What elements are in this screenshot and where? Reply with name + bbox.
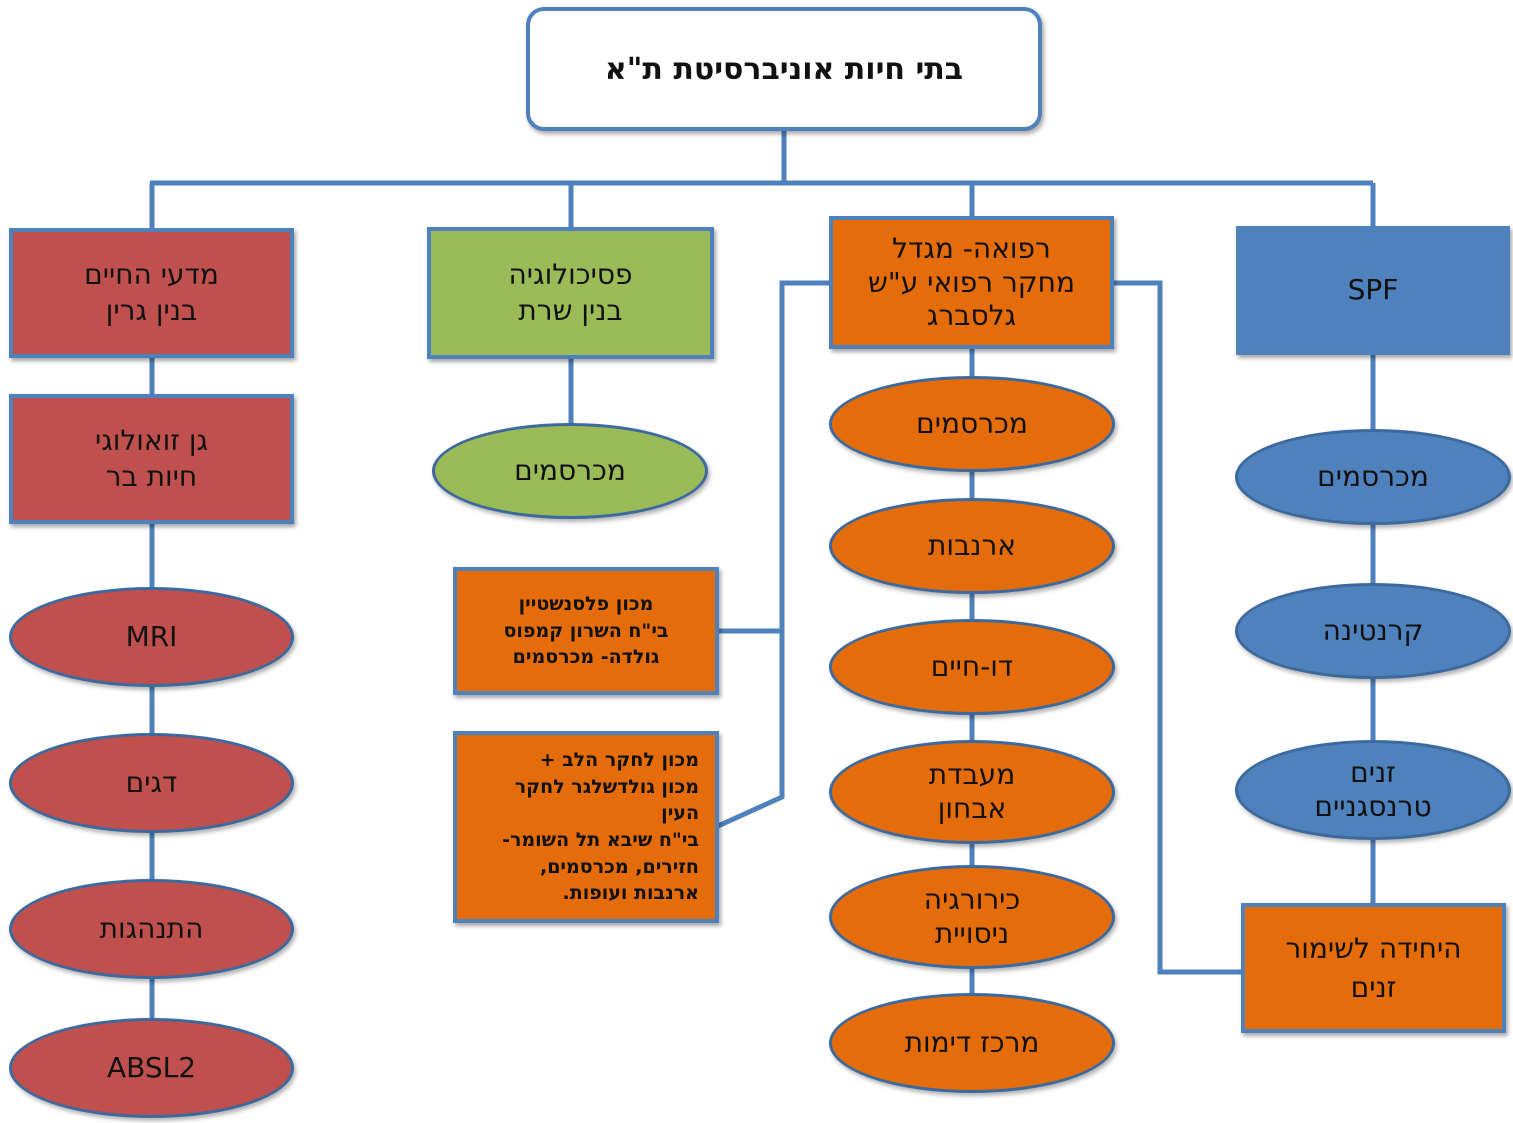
medicine-item-amphibians: דו-חיים xyxy=(829,619,1115,715)
zoo-label: גן זואולוגי חיות בר xyxy=(94,423,209,493)
spf-header: SPF xyxy=(1236,226,1510,355)
spf-item-transgenic: זנים טרנסגניים xyxy=(1235,740,1511,840)
medicine-item-diagnostics: מעבדת אבחון xyxy=(829,740,1115,844)
life-item-label: דגים xyxy=(125,765,178,799)
medicine-header: רפואה- מגדל מחקר רפואי ע"ש גלסברג xyxy=(829,216,1114,349)
medicine-item-label: דו-חיים xyxy=(930,649,1014,683)
life-item-label: התנהגות xyxy=(99,911,204,945)
life-sciences-header: מדעי החיים בנין גרין xyxy=(9,228,294,358)
psychology-item-rodents: מכרסמים xyxy=(432,423,708,519)
medicine-item-rabbits: ארנבות xyxy=(829,498,1115,594)
medicine-header-label: רפואה- מגדל מחקר רפואי ע"ש גלסברג xyxy=(868,232,1075,333)
spf-item-label: קרנטינה xyxy=(1322,613,1424,647)
life-item-label: MRI xyxy=(125,619,178,653)
spf-item-quarantine: קרנטינה xyxy=(1235,583,1511,679)
affiliate-label: מכון פלסנשטיין בי"ח השרון קמפוס גולדה- מ… xyxy=(503,593,669,669)
life-item-mri: MRI xyxy=(9,587,294,687)
spf-item-label: מכרסמים xyxy=(1317,459,1429,493)
life-sciences-header-label: מדעי החיים בנין גרין xyxy=(84,257,219,327)
medicine-item-label: מרכז דימות xyxy=(904,1025,1040,1059)
sheba-node: מכון לחקר הלב + מכון גולדשלגר לחקר העין … xyxy=(453,731,719,923)
life-item-absl2: ABSL2 xyxy=(9,1018,294,1118)
medicine-item-imaging: מרכז דימות xyxy=(829,993,1115,1093)
spf-item-label: זנים טרנסגניים xyxy=(1314,756,1432,823)
life-item-label: ABSL2 xyxy=(106,1050,197,1084)
life-item-behavior: התנהגות xyxy=(9,879,294,979)
zoo-node: גן זואולוגי חיות בר xyxy=(9,394,294,524)
root-title: בתי חיות אוניברסיטת ת"א xyxy=(604,51,964,87)
affiliate-label: מכון לחקר הלב + מכון גולדשלגר לחקר העין … xyxy=(502,749,699,905)
strain-preservation-unit: היחידה לשימור זנים xyxy=(1241,903,1506,1033)
spf-item-rodents: מכרסמים xyxy=(1235,429,1511,525)
medicine-item-label: מעבדת אבחון xyxy=(928,758,1016,825)
psychology-item-label: מכרסמים xyxy=(514,453,626,487)
strain-unit-label: היחידה לשימור זנים xyxy=(1285,931,1462,1004)
medicine-item-label: ארנבות xyxy=(928,528,1016,562)
medicine-item-label: כירורגיה ניסויית xyxy=(923,883,1021,950)
plesenstein-node: מכון פלסנשטיין בי"ח השרון קמפוס גולדה- מ… xyxy=(453,567,719,695)
medicine-item-rodents: מכרסמים xyxy=(829,376,1115,472)
psychology-header-label: פסיכולוגיה בנין שרת xyxy=(508,257,633,327)
spf-header-label: SPF xyxy=(1347,273,1399,307)
medicine-item-surgery: כירורגיה ניסויית xyxy=(829,865,1115,969)
psychology-header: פסיכולוגיה בנין שרת xyxy=(427,227,714,359)
life-item-fish: דגים xyxy=(9,733,294,833)
root-node: בתי חיות אוניברסיטת ת"א xyxy=(526,7,1042,131)
medicine-item-label: מכרסמים xyxy=(916,406,1028,440)
